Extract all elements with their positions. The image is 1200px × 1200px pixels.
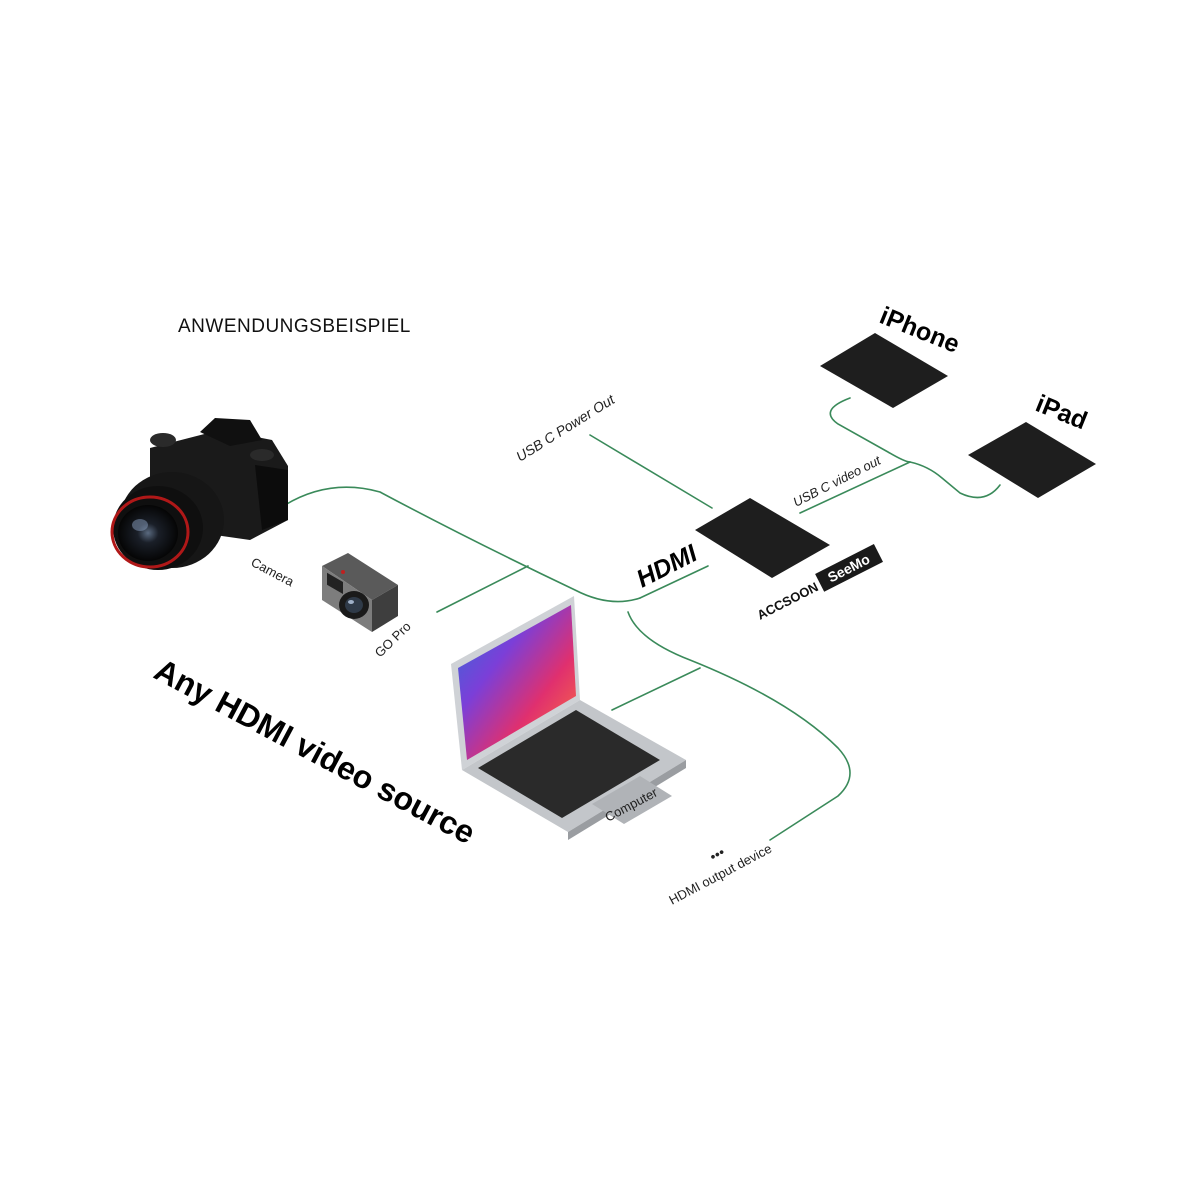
video-out-line (799, 461, 911, 514)
hdmi-input-line (639, 565, 709, 599)
camera-line (284, 486, 641, 603)
ipad-label: iPad (1032, 390, 1091, 436)
page-title: ANWENDUNGSBEISPIEL (178, 316, 411, 337)
ipad-device (968, 422, 1096, 498)
connector-lines (284, 397, 1001, 841)
ipad-line (909, 461, 1001, 499)
iphone-line (829, 397, 911, 463)
gopro-line (436, 565, 529, 613)
gopro-icon (322, 553, 398, 632)
more-devices-dots: ••• (707, 844, 728, 865)
brand-name: ACCSOON (755, 579, 821, 623)
product-name: SeeMo (825, 551, 872, 586)
seemo-device (695, 498, 830, 578)
hdmi-device-line (627, 611, 851, 841)
product-badge (815, 544, 883, 592)
power-out-line (589, 434, 713, 509)
dslr-camera-icon (110, 418, 288, 570)
laptop-icon (451, 596, 686, 840)
camera-label: Camera (249, 554, 298, 589)
iphone-device (820, 333, 948, 408)
usb-power-label: USB C Power Out (513, 391, 618, 465)
source-headline: Any HDMI video source (149, 651, 481, 851)
computer-line (611, 667, 701, 711)
